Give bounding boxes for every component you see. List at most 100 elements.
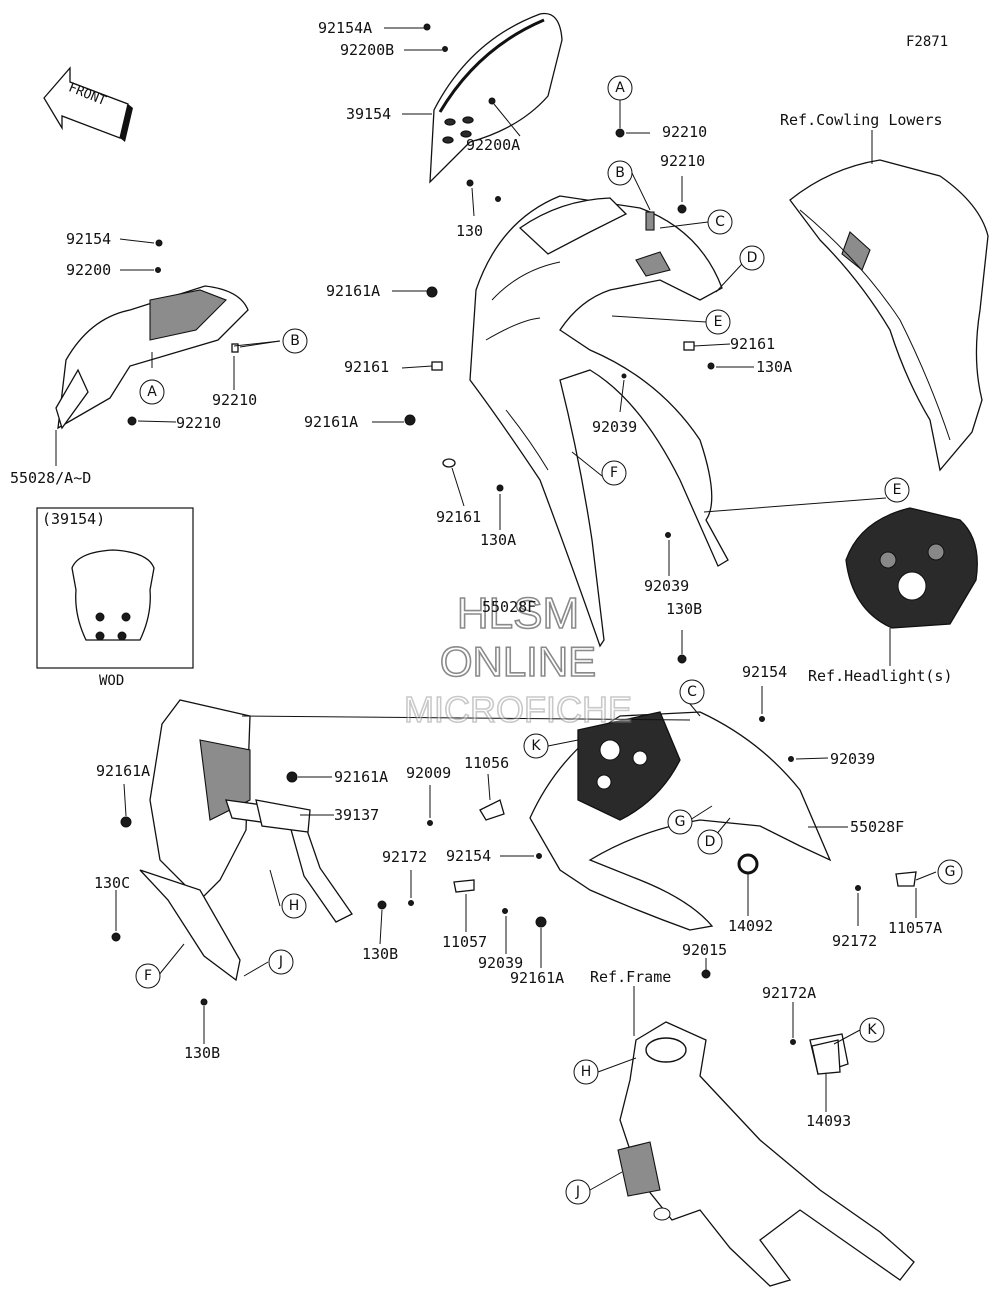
part-label-92200-left: 92200 [66,261,111,279]
part-label-92161A-5: 92161A [510,969,564,987]
callout-E-headlight: E [884,477,910,503]
windshield-part [429,12,563,184]
watermark-line-2: ONLINE [440,638,596,685]
svg-text:G: G [675,814,686,830]
part-label-92009: 92009 [406,764,451,782]
part-label-92161A-3: 92161A [96,762,150,780]
callout-F-top: F [601,460,627,486]
callout-B-top: B [607,160,633,186]
part-label-39137: 39137 [334,806,379,824]
part-label-130B-3: 130B [184,1044,220,1062]
svg-text:B: B [615,165,625,181]
part-label-92039-2: 92039 [644,577,689,595]
part-number-labels: 92154A 92200B 39154 92200A 130 92210 922… [10,19,942,1130]
svg-text:A: A [615,80,625,96]
callout-F-stay: F [135,963,161,989]
front-arrow-icon: FRONT [43,66,133,142]
callout-D-top: D [739,245,765,271]
part-label-92161-3: 92161 [436,508,481,526]
inset-caption: WOD [99,673,124,689]
svg-text:A: A [147,384,157,400]
svg-text:J: J [278,954,283,970]
svg-text:D: D [747,250,758,266]
watermark-line-1: HLSM [457,589,579,638]
cowling-stay-part [139,699,353,982]
svg-text:F: F [610,465,618,481]
callout-H-frame: H [573,1059,599,1085]
svg-text:B: B [290,333,300,349]
part-label-130C: 130C [94,874,130,892]
part-label-39154: 39154 [346,105,391,123]
part-label-14093: 14093 [806,1112,851,1130]
part-label-92161A-2: 92161A [304,413,358,431]
callout-C-mid: C [679,679,705,705]
callout-E-top: E [705,309,731,335]
part-label-92210-left-1: 92210 [212,391,257,409]
svg-text:E: E [893,482,902,498]
callout-markers: A B C D E F E B A C K G D G H F J K H J [135,75,963,1205]
part-label-92154-mid: 92154 [446,847,491,865]
part-label-92161-2: 92161 [730,335,775,353]
part-label-92161-1: 92161 [344,358,389,376]
callout-D-mid: D [697,829,723,855]
part-label-92161A-1: 92161A [326,282,380,300]
callout-A-left: A [139,379,165,405]
part-label-130A-2: 130A [480,531,516,549]
windshield-option-inset: (39154) WOD [36,507,194,689]
part-label-92039-4: 92039 [478,954,523,972]
part-label-92039-1: 92039 [592,418,637,436]
part-label-92154A: 92154A [318,19,372,37]
callout-J-frame: J [565,1179,591,1205]
part-label-130B-2: 130B [362,945,398,963]
part-label-14092: 14092 [728,917,773,935]
svg-text:C: C [687,684,697,700]
part-label-92039-3: 92039 [830,750,875,768]
svg-text:E: E [714,314,723,330]
part-label-55028-A-D: 55028/A~D [10,469,91,487]
part-label-92210-a: 92210 [662,123,707,141]
svg-text:C: C [715,214,725,230]
frame-ref-part [617,1021,915,1287]
part-label-92172-1: 92172 [382,848,427,866]
part-label-11056: 11056 [464,754,509,772]
part-label-92210-left-2: 92210 [176,414,221,432]
callout-G-mid: G [667,809,693,835]
callout-K-mid: K [523,733,549,759]
headlight-ref-part [845,507,978,629]
callout-A-top: A [607,75,633,101]
part-label-11057: 11057 [442,933,487,951]
callout-G-right: G [937,859,963,885]
part-label-92154-left: 92154 [66,230,111,248]
part-label-92015: 92015 [682,941,727,959]
side-cover-part [55,285,249,430]
part-label-55028F-right: 55028F [850,818,904,836]
svg-text:H: H [581,1064,592,1080]
part-label-92172A: 92172A [762,984,816,1002]
ref-frame: Ref.Frame [590,968,671,986]
callout-J-stay: J [268,949,294,975]
part-label-92200A: 92200A [466,136,520,154]
fasteners [111,23,917,1075]
cowling-lowers-ref-part [789,159,989,472]
callout-B-left: B [282,328,308,354]
svg-text:J: J [575,1184,580,1200]
part-label-92172-2: 92172 [832,932,877,950]
part-label-130: 130 [456,222,483,240]
part-label-130B-1: 130B [666,600,702,618]
svg-text:F: F [144,968,152,984]
svg-text:D: D [705,834,716,850]
inner-cowling-part [469,195,729,648]
svg-text:K: K [867,1022,877,1038]
svg-text:H: H [289,898,300,914]
watermark-line-3: MICROFICHE [404,689,632,730]
leader-lines [55,27,937,1191]
inset-title: (39154) [42,510,105,528]
part-label-92200B: 92200B [340,41,394,59]
part-label-130A-1: 130A [756,358,792,376]
ref-cowling-lowers: Ref.Cowling Lowers [780,111,943,129]
callout-C-top: C [707,209,733,235]
svg-text:K: K [531,738,541,754]
svg-text:G: G [945,864,956,880]
